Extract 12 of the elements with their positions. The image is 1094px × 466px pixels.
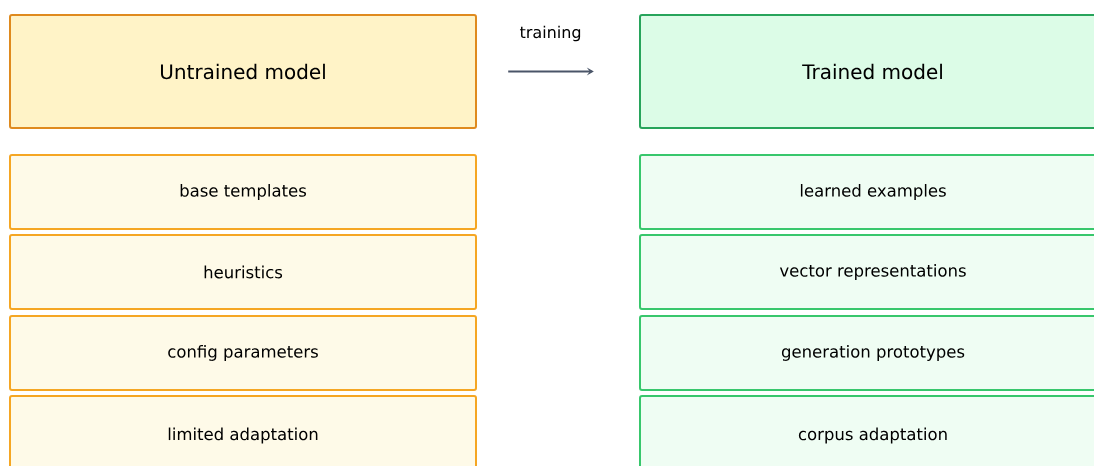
header-box: Untrained model	[9, 14, 477, 129]
header-box: Trained model	[639, 14, 1094, 129]
item-box: vector representations	[639, 234, 1094, 310]
item-box: learned examples	[639, 154, 1094, 230]
item-box: base templates	[9, 154, 477, 230]
item-box: limited adaptation	[9, 395, 477, 466]
item-box: heuristics	[9, 234, 477, 310]
edge-label: training	[520, 25, 581, 42]
arrow	[507, 68, 594, 75]
item-box: corpus adaptation	[639, 395, 1094, 466]
item-box: generation prototypes	[639, 315, 1094, 391]
item-box: config parameters	[9, 315, 477, 391]
